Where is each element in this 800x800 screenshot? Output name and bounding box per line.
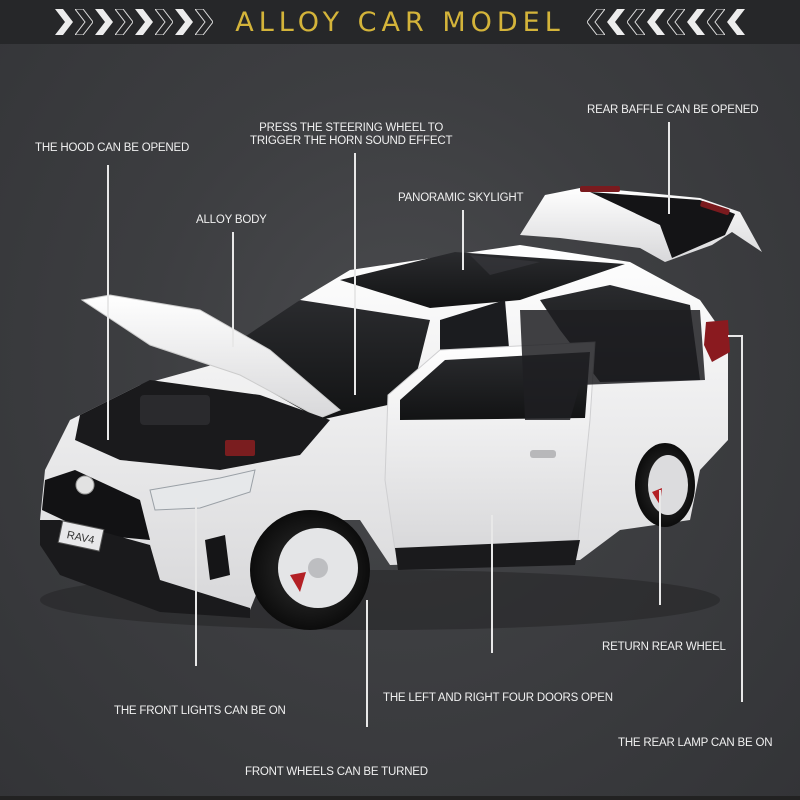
callout-front-lights-label: THE FRONT LIGHTS CAN BE ON bbox=[114, 705, 286, 717]
callout-front-wheels-line bbox=[366, 600, 368, 727]
callout-hood-line bbox=[107, 165, 109, 440]
banner-title: ALLOY CAR MODEL bbox=[235, 6, 565, 38]
callout-alloy-body-line bbox=[232, 232, 234, 347]
callout-doors-label: THE LEFT AND RIGHT FOUR DOORS OPEN bbox=[383, 692, 613, 704]
callout-steering-line bbox=[354, 153, 356, 395]
license-plate: RAV4 bbox=[57, 520, 105, 552]
callout-rear-baffle-label: REAR BAFFLE CAN BE OPENED bbox=[587, 104, 759, 116]
callout-front-wheels-label: FRONT WHEELS CAN BE TURNED bbox=[245, 766, 428, 778]
callout-doors-line bbox=[491, 515, 493, 653]
callout-skylight-label: PANORAMIC SKYLIGHT bbox=[398, 192, 524, 204]
callout-rear-lamp-hline bbox=[728, 335, 742, 337]
callout-hood-label: THE HOOD CAN BE OPENED bbox=[35, 142, 190, 154]
callout-rear-lamp-label: THE REAR LAMP CAN BE ON bbox=[618, 737, 773, 749]
bottom-border bbox=[0, 796, 800, 800]
svg-text:RAV4: RAV4 bbox=[66, 529, 96, 547]
callout-return-wheel-label: RETURN REAR WHEEL bbox=[602, 641, 726, 653]
callout-skylight-line bbox=[462, 210, 464, 270]
callout-rear-lamp-line bbox=[741, 335, 743, 702]
callout-front-lights-line bbox=[195, 498, 197, 666]
callout-alloy-body-label: ALLOY BODY bbox=[196, 214, 267, 226]
callout-steering-label: PRESS THE STEERING WHEEL TO TRIGGER THE … bbox=[250, 122, 453, 147]
title-banner: ALLOY CAR MODEL bbox=[0, 0, 800, 44]
double-chevron-right-icon bbox=[55, 9, 214, 35]
double-chevron-left-icon bbox=[586, 9, 745, 35]
callout-rear-baffle-line bbox=[668, 122, 670, 214]
callout-return-wheel-line bbox=[659, 490, 661, 605]
